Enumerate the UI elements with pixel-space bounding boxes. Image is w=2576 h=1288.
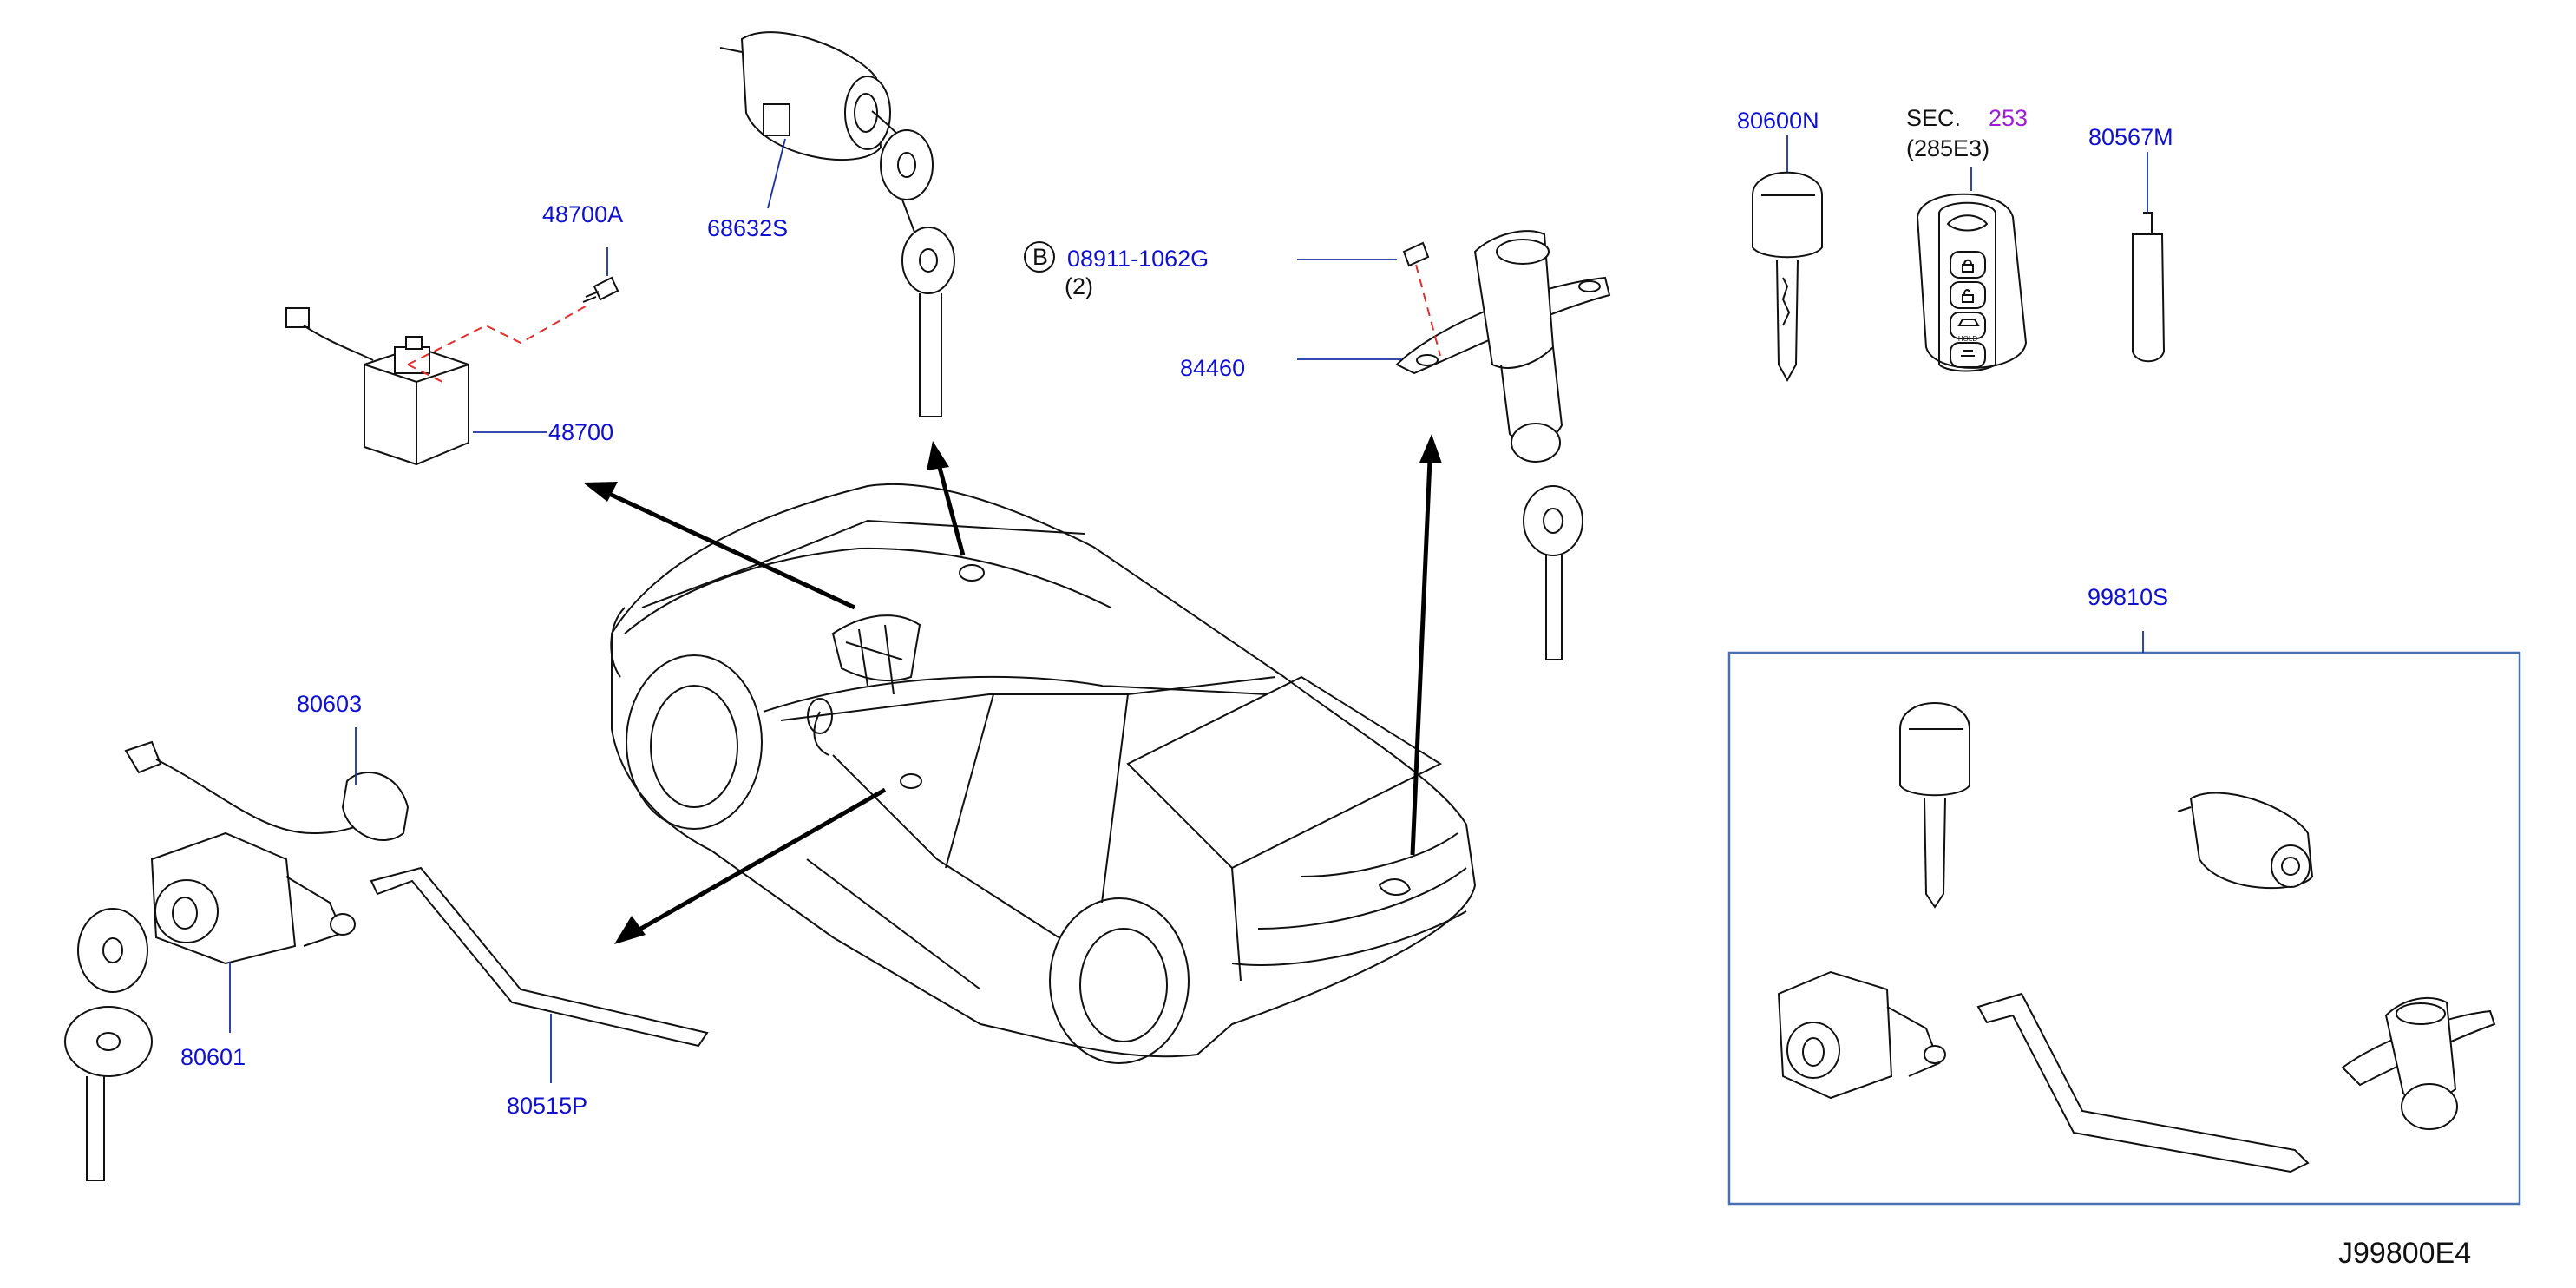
part-label-48700A[interactable]: 48700A [542, 201, 623, 227]
part-label-80567M[interactable]: 80567M [2088, 124, 2173, 150]
pointer-arrows [583, 434, 1442, 944]
part-label-68632S[interactable]: 68632S [707, 215, 788, 241]
part-label-99810S[interactable]: 99810S [2088, 584, 2168, 610]
section-ref-number[interactable]: 253 [1989, 105, 2028, 131]
smart-key-fob-illustration [1916, 193, 2028, 372]
actuator-48700-illustration [285, 307, 469, 466]
diagram-code: J99800E4 [2338, 1237, 2471, 1270]
key-80600N-illustration [1752, 171, 1823, 383]
kit-99810S-box [1727, 651, 2521, 1206]
part-label-80601[interactable]: 80601 [180, 1044, 246, 1070]
actuator-mount-dashed-guide [407, 303, 591, 383]
door-cylinder-80601-illustration [64, 831, 356, 1181]
bolt-symbol-letter: B [1032, 244, 1048, 270]
section-ref-prefix: SEC. [1906, 105, 1961, 131]
blade-80567M-illustration [2132, 212, 2166, 363]
fob-hold-label: HOLD [1958, 335, 1977, 343]
part-label-48700[interactable]: 48700 [548, 419, 613, 445]
kit-contents-illustration [1777, 702, 2496, 1173]
switch-80603-illustration [124, 740, 410, 842]
rod-80515P-illustration [370, 866, 709, 1048]
leader-lines [229, 135, 2148, 1083]
car-body-illustration [610, 483, 1477, 1064]
part-quantity-08911: (2) [1065, 273, 1093, 299]
part-label-80600N[interactable]: 80600N [1737, 108, 1819, 134]
screw-48700A-illustration [582, 276, 619, 303]
part-label-80603[interactable]: 80603 [297, 691, 362, 717]
cylinder-68632S-illustration [719, 31, 955, 417]
trunk-lock-84460-illustration [1395, 230, 1611, 660]
section-ref-sub: (285E3) [1906, 135, 1989, 161]
part-label-84460[interactable]: 84460 [1180, 355, 1245, 381]
part-label-80515P[interactable]: 80515P [507, 1093, 587, 1119]
trunk-lock-dashed-guide [1415, 264, 1441, 357]
bolt-symbol-circle [1024, 241, 1055, 273]
part-label-08911-1062G[interactable]: 08911-1062G [1067, 246, 1209, 272]
